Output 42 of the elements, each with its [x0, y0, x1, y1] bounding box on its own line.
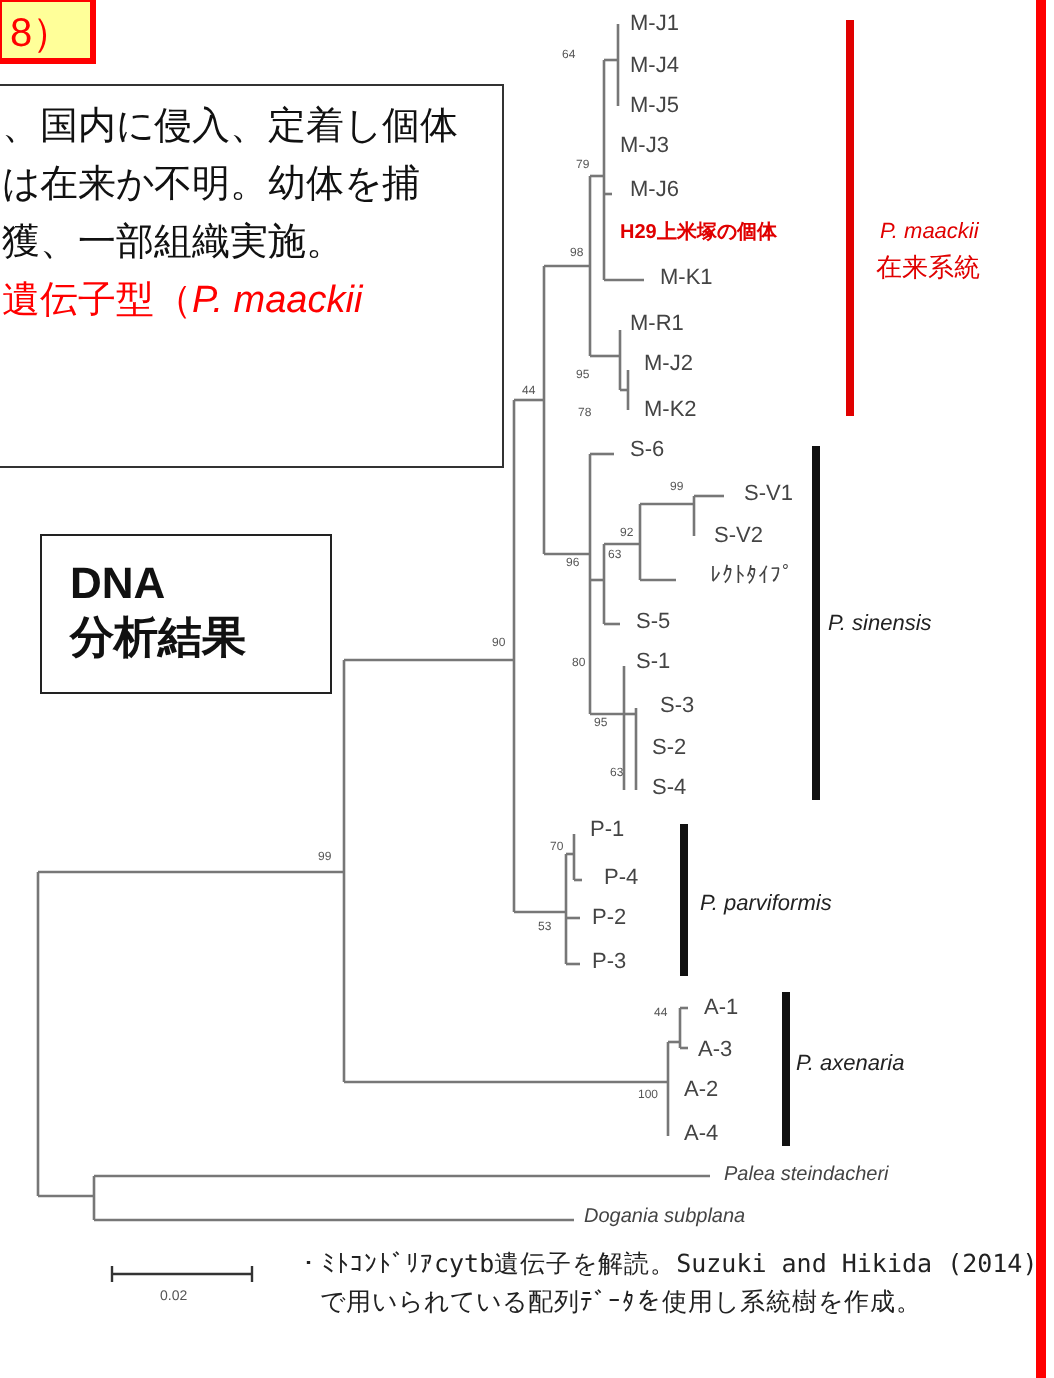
clade-label: P. parviformis [700, 892, 832, 916]
taxon-label: A-2 [684, 1078, 719, 1102]
taxon-label: H29上米塚の個体 [620, 222, 777, 246]
description-text: 、国内に侵入、定着し個体は在来か不明。幼体を捕獲、一部組織実施。 [2, 103, 460, 268]
taxon-label: M-J6 [630, 178, 679, 202]
taxon-label: M-J1 [630, 12, 679, 36]
clade-label: P. axenaria [796, 1052, 905, 1076]
taxon-label: M-K2 [644, 398, 697, 422]
clade-label: P. sinensis [828, 612, 932, 636]
taxon-label: ﾚｸﾄﾀｲﾌﾟ [710, 564, 794, 588]
taxon-label: S-6 [630, 438, 665, 462]
taxon-label: M-R1 [630, 312, 684, 336]
taxon-label: M-J5 [630, 94, 679, 118]
taxon-label: Dogania subplana [584, 1206, 746, 1230]
taxon-label: S-4 [652, 776, 687, 800]
taxon-label: S-2 [652, 736, 687, 760]
taxon-label: M-K1 [660, 266, 713, 290]
taxon-label: M-J2 [644, 352, 693, 376]
taxon-label: S-3 [660, 694, 695, 718]
clade-label: P. maackii [880, 220, 979, 244]
taxon-label: S-1 [636, 650, 671, 674]
taxon-label: A-3 [698, 1038, 733, 1062]
highlight-text: 遺伝子型（P. maackii [2, 278, 365, 326]
title-text: DNA 分析結果 [70, 556, 248, 664]
number-badge [0, 0, 96, 64]
clade-label: 在来系統 [876, 250, 980, 286]
taxon-label: A-1 [704, 996, 739, 1020]
taxon-label: M-J4 [630, 54, 679, 78]
taxon-label: Palea steindacheri [724, 1164, 889, 1188]
taxon-label: P-2 [592, 906, 627, 930]
number-text: 8） [8, 10, 75, 60]
taxon-label: P-3 [592, 950, 627, 974]
taxon-label: M-J3 [620, 134, 669, 158]
taxon-label: P-4 [604, 866, 639, 890]
taxon-label: S-5 [636, 610, 671, 634]
taxon-label: P-1 [590, 818, 625, 842]
text-box [0, 84, 504, 468]
note-text: ・ﾐﾄｺﾝﾄﾞﾘｱcytb遺伝子を解読。Suzuki and Hikida (2014)で用いられている配列ﾃﾞｰﾀを使用し系統樹を作成。 [296, 1246, 1040, 1320]
taxon-label: S-V2 [714, 524, 763, 548]
taxon-label: S-V1 [744, 482, 793, 506]
taxon-label: A-4 [684, 1122, 719, 1146]
title-box [40, 534, 332, 694]
